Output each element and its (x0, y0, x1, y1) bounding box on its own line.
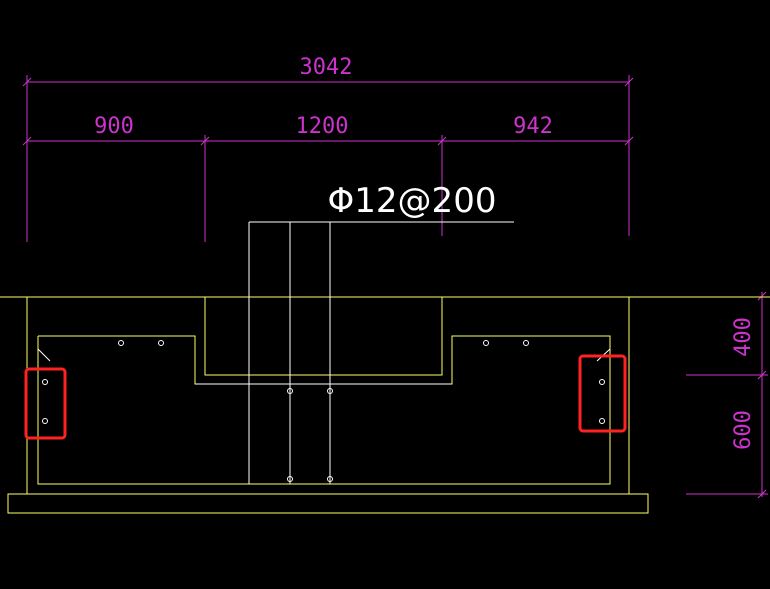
rebar-dot (118, 340, 124, 346)
seg-middle-dim-text: 1200 (296, 114, 349, 139)
pit-outline (204, 297, 443, 376)
seg-left-dim-text: 900 (94, 114, 134, 139)
rebar-callout-text: Φ12@200 (328, 181, 497, 221)
inner-rebar-cage (37, 335, 611, 485)
seg-tick-d (624, 136, 634, 146)
right-tick-bottom (757, 489, 767, 499)
rebar-dot (158, 340, 164, 346)
seg-tick-b (200, 136, 210, 146)
rebar-dot (287, 388, 293, 394)
highlight-boxes (24, 354, 627, 440)
seg-tick-a (22, 136, 32, 146)
seg-right-dim-text: 942 (513, 114, 553, 139)
structure-outline (0, 296, 770, 514)
overall-tick-right (624, 77, 634, 87)
right-bottom-dim-text: 600 (731, 410, 756, 450)
cushion-layer (7, 493, 649, 514)
right-dimensions (686, 291, 768, 499)
overall-tick-left (22, 77, 32, 87)
right-tick-mid (757, 370, 767, 380)
rebar-dot (599, 379, 605, 385)
highlight-box-left (24, 367, 67, 440)
rebar-dot (327, 476, 333, 482)
foundation-outer-outline (26, 297, 630, 495)
rebar-dot (327, 388, 333, 394)
rebar-dot (287, 476, 293, 482)
seg-tick-c (437, 136, 447, 146)
rebar-dots (42, 340, 605, 482)
rebar-dot (599, 418, 605, 424)
hook-left (37, 348, 51, 362)
column-rebar (37, 221, 611, 484)
rebar-dot (483, 340, 489, 346)
highlight-box-right (578, 354, 627, 433)
top-dimensions (22, 75, 634, 242)
rebar-dot (42, 379, 48, 385)
overall-dim-text: 3042 (300, 55, 353, 80)
right-tick-top (757, 291, 767, 301)
right-top-dim-text: 400 (731, 317, 756, 357)
rebar-dot (42, 418, 48, 424)
rebar-dot (523, 340, 529, 346)
